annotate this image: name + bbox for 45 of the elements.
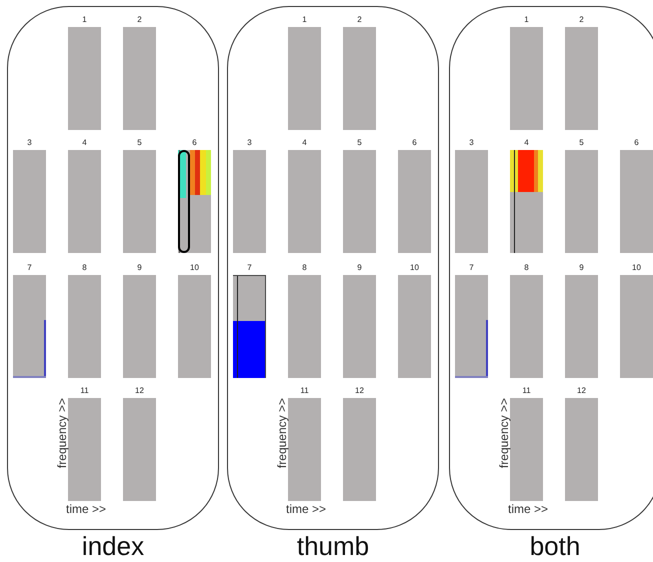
bar-number: 5 bbox=[136, 138, 143, 148]
bar-number: 6 bbox=[411, 138, 418, 148]
bar-number: 3 bbox=[468, 138, 475, 148]
axis-label: frequency >> bbox=[55, 398, 69, 468]
bar-number: 1 bbox=[301, 15, 308, 25]
bar-number: 4 bbox=[523, 138, 530, 148]
panel-caption: thumb bbox=[296, 532, 370, 560]
axis-label: time >> bbox=[66, 502, 106, 516]
bar-number: 11 bbox=[79, 386, 90, 396]
axis-label: time >> bbox=[286, 502, 326, 516]
bar-number: 9 bbox=[136, 263, 143, 273]
bar-number: 12 bbox=[354, 386, 365, 396]
bar-number: 2 bbox=[356, 15, 363, 25]
bar-number: 8 bbox=[81, 263, 88, 273]
bar-number: 9 bbox=[578, 263, 585, 273]
panel-caption: index bbox=[80, 532, 146, 560]
bar-number: 11 bbox=[299, 386, 310, 396]
bar-number: 6 bbox=[633, 138, 640, 148]
bar-number: 6 bbox=[191, 138, 198, 148]
bar-number: 1 bbox=[523, 15, 530, 25]
bar-number: 2 bbox=[136, 15, 143, 25]
bar-number: 2 bbox=[578, 15, 585, 25]
bar-number: 12 bbox=[576, 386, 587, 396]
bar-number: 8 bbox=[301, 263, 308, 273]
axis-label: time >> bbox=[508, 502, 548, 516]
bar-number: 10 bbox=[409, 263, 420, 273]
bar-number: 10 bbox=[631, 263, 642, 273]
bar-number: 7 bbox=[26, 263, 33, 273]
bar-number: 1 bbox=[81, 15, 88, 25]
bar-number: 4 bbox=[81, 138, 88, 148]
bar-number: 11 bbox=[521, 386, 532, 396]
panel-caption: both bbox=[528, 532, 582, 560]
bar-number: 12 bbox=[134, 386, 145, 396]
bar-number: 7 bbox=[246, 263, 253, 273]
bar-number: 4 bbox=[301, 138, 308, 148]
bar-number: 5 bbox=[578, 138, 585, 148]
bar-number: 5 bbox=[356, 138, 363, 148]
bar-number: 8 bbox=[523, 263, 530, 273]
bar-number: 3 bbox=[26, 138, 33, 148]
bar-number: 10 bbox=[189, 263, 200, 273]
bar-number: 7 bbox=[468, 263, 475, 273]
axis-label: frequency >> bbox=[275, 398, 289, 468]
bar-number: 9 bbox=[356, 263, 363, 273]
axis-label: frequency >> bbox=[497, 398, 511, 468]
bar-number: 3 bbox=[246, 138, 253, 148]
